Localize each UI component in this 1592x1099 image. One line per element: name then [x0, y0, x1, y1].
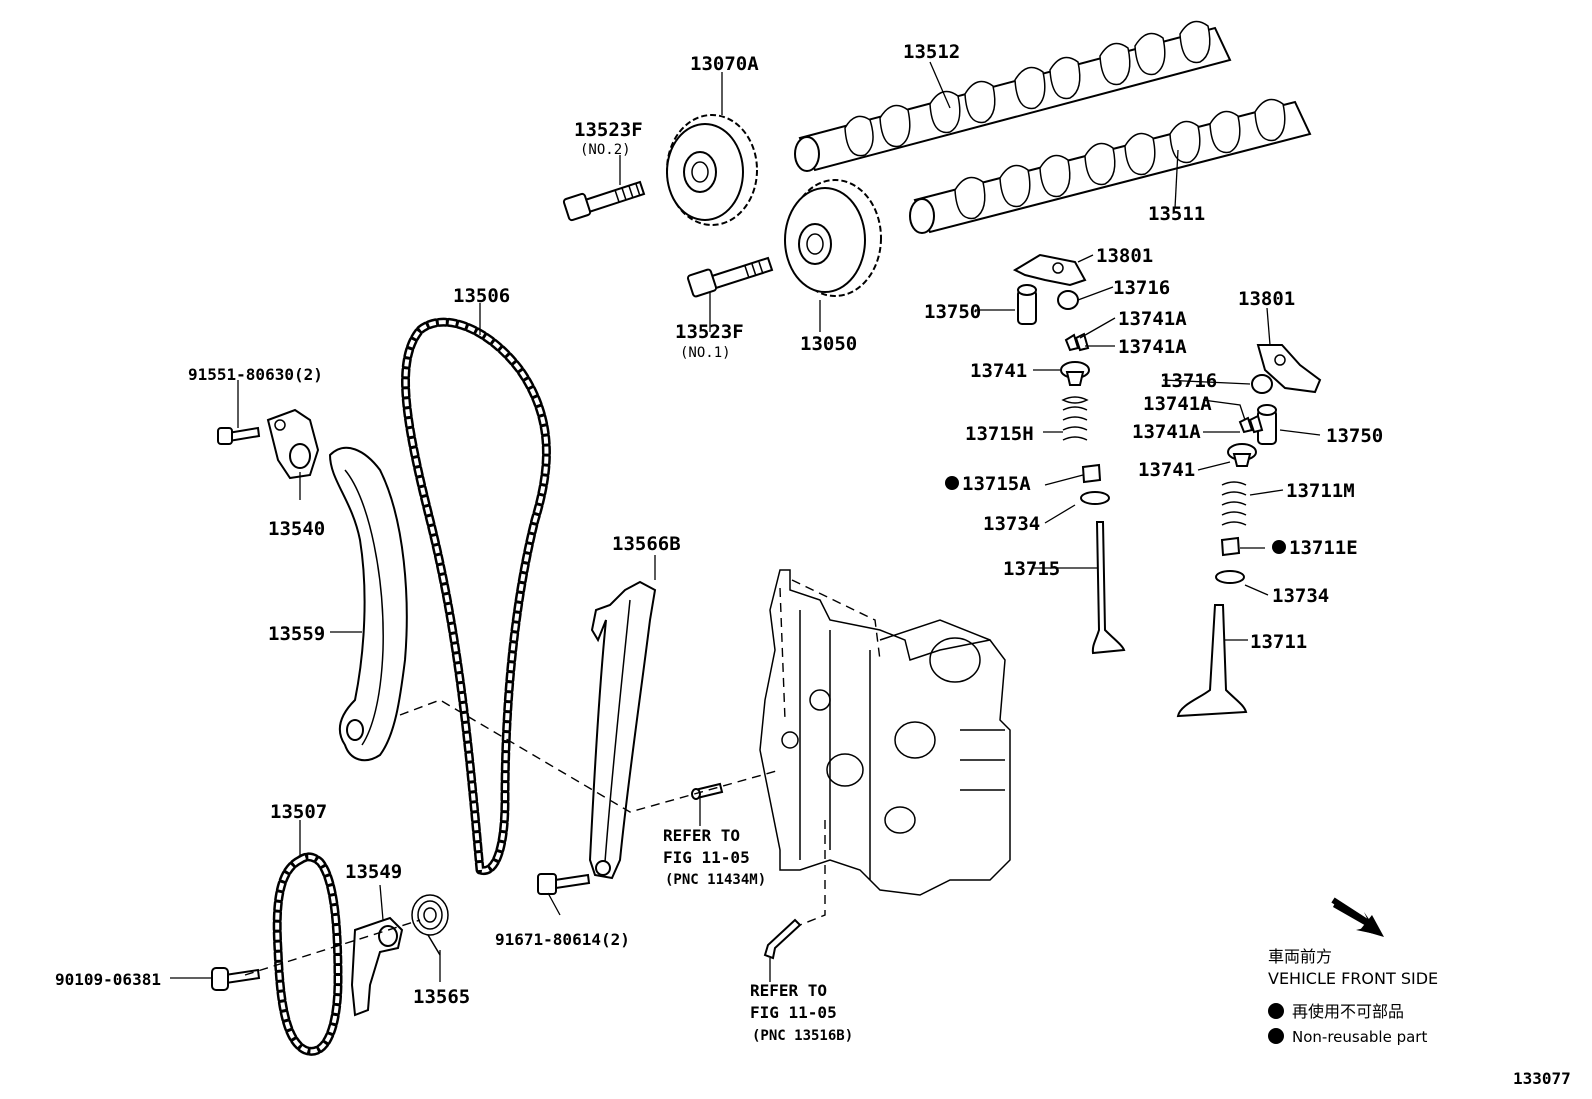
ref2-line1: REFER TO — [750, 981, 827, 1000]
cam-timing-gear-13070a — [666, 114, 758, 226]
refer-to-block-2: REFER TO FIG 11-05 (PNC 13516B) — [750, 981, 853, 1044]
leader-lines — [170, 61, 1321, 982]
label-13750-a: 13750 — [924, 301, 981, 323]
valve-keeper-13741a-b — [1238, 414, 1264, 434]
adjuster-13750-a — [1017, 284, 1037, 325]
legend-front-en: VEHICLE FRONT SIDE — [1268, 969, 1438, 988]
non-reusable-dot-icon — [1268, 1003, 1284, 1019]
camshaft-13511 — [909, 98, 1312, 234]
bolt-13523f-no2 — [562, 180, 646, 222]
oil-pipe — [763, 918, 802, 960]
label-13741a-4: 13741A — [1132, 421, 1201, 443]
label-13523f-no2-sub: (NO.2) — [580, 142, 631, 158]
spring-seat-13734-b — [1215, 570, 1245, 584]
spring-seat-13734-a — [1080, 491, 1110, 505]
rocker-arm-13801-a — [1012, 253, 1087, 287]
valve-seal-13711e — [1220, 536, 1241, 557]
chain-guide-13566b — [588, 580, 657, 880]
valve-spring-13711m — [1221, 481, 1247, 526]
bolt-13523f-no1 — [686, 256, 774, 298]
label-13711m: 13711M — [1286, 480, 1355, 502]
label-13734-a: 13734 — [983, 513, 1040, 535]
label-13741-a: 13741 — [970, 360, 1027, 382]
ref2-line3: (PNC 13516B) — [752, 1028, 853, 1044]
label-13050: 13050 — [800, 333, 857, 355]
dowel-pin — [691, 782, 724, 800]
ref1-line1: REFER TO — [663, 826, 740, 845]
label-13741a-1: 13741A — [1118, 308, 1187, 330]
chain-tensioner-slipper-13559 — [328, 446, 408, 762]
intake-valve-13715 — [1091, 521, 1126, 655]
ref1-line2: FIG 11-05 — [663, 848, 750, 867]
label-13507: 13507 — [270, 801, 327, 823]
exhaust-valve-13711 — [1176, 604, 1248, 718]
pad-13716-a — [1057, 290, 1079, 310]
label-13512: 13512 — [903, 41, 960, 63]
non-reusable-mark-13715a — [945, 476, 959, 490]
label-133077: 133077 — [1513, 1069, 1571, 1088]
legend-nonreuse-jp: 再使用不可部品 — [1292, 1002, 1404, 1021]
spring-13565 — [411, 894, 449, 956]
refer-to-block-1: REFER TO FIG 11-05 (PNC 11434M) — [663, 826, 766, 888]
legend: 車両前方 VEHICLE FRONT SIDE 再使用不可部品 Non-reus… — [1268, 897, 1438, 1046]
label-13540: 13540 — [268, 518, 325, 540]
label-90109-06381: 90109-06381 — [55, 970, 161, 989]
oil-pump-chain-13507 — [272, 852, 343, 1056]
adjuster-13750-b — [1257, 404, 1277, 445]
label-13801-a: 13801 — [1096, 245, 1153, 267]
spring-retainer-13741-b — [1227, 443, 1257, 467]
non-reusable-mark-13711e — [1272, 540, 1286, 554]
valve-keeper-13741a-a — [1064, 332, 1090, 352]
label-13559: 13559 — [268, 623, 325, 645]
label-13741-b: 13741 — [1138, 459, 1195, 481]
label-13511: 13511 — [1148, 203, 1205, 225]
dashed-reference-lines — [244, 579, 881, 976]
cam-timing-gear-13050 — [784, 179, 882, 297]
label-13715a: 13715A — [962, 473, 1031, 495]
label-13523f-no1: 13523F — [675, 321, 744, 343]
part-labels: 13070A 13512 13523F (NO.2) 13511 13801 1… — [55, 41, 1571, 1088]
pad-13716-b — [1251, 374, 1273, 394]
engine-block — [759, 569, 1011, 896]
label-13715: 13715 — [1003, 558, 1060, 580]
label-13523f-no1-sub: (NO.1) — [680, 345, 731, 361]
label-13801-b: 13801 — [1238, 288, 1295, 310]
camshaft-13512 — [794, 20, 1232, 172]
rocker-arm-13801-b — [1256, 344, 1322, 394]
label-13566b: 13566B — [612, 533, 681, 555]
label-13715h: 13715H — [965, 423, 1034, 445]
valve-seal-13715a — [1081, 463, 1102, 484]
label-13711: 13711 — [1250, 631, 1307, 653]
bolt-91671-80614 — [537, 873, 591, 895]
chain-tensioner-13540 — [266, 408, 320, 480]
label-13711e: 13711E — [1289, 537, 1358, 559]
bolt-91551-80630 — [217, 426, 261, 445]
label-91671-80614: 91671-80614(2) — [495, 930, 630, 949]
label-13750-b: 13750 — [1326, 425, 1383, 447]
timing-chain-13506 — [401, 317, 551, 876]
label-13565: 13565 — [413, 986, 470, 1008]
label-13549: 13549 — [345, 861, 402, 883]
label-91551-80630: 91551-80630(2) — [188, 365, 323, 384]
label-13734-b: 13734 — [1272, 585, 1329, 607]
legend-nonreuse-en: Non-reusable part — [1292, 1028, 1427, 1046]
label-13506: 13506 — [453, 285, 510, 307]
spring-retainer-13741-a — [1060, 361, 1090, 386]
label-13070a: 13070A — [690, 53, 759, 75]
ref1-line3: (PNC 11434M) — [665, 872, 766, 888]
ref2-line2: FIG 11-05 — [750, 1003, 837, 1022]
label-13741a-2: 13741A — [1118, 336, 1187, 358]
bolt-90109-06381 — [211, 967, 261, 991]
chain-tensioner-arm-13549 — [350, 916, 404, 1017]
label-13523f-no2: 13523F — [574, 119, 643, 141]
legend-front-jp: 車両前方 — [1268, 947, 1332, 966]
label-13716-a: 13716 — [1113, 277, 1170, 299]
label-13741a-3: 13741A — [1143, 393, 1212, 415]
non-reusable-dot-icon-2 — [1268, 1028, 1284, 1044]
label-13716-b: 13716 — [1160, 370, 1217, 392]
valve-spring-13715h — [1061, 396, 1089, 441]
